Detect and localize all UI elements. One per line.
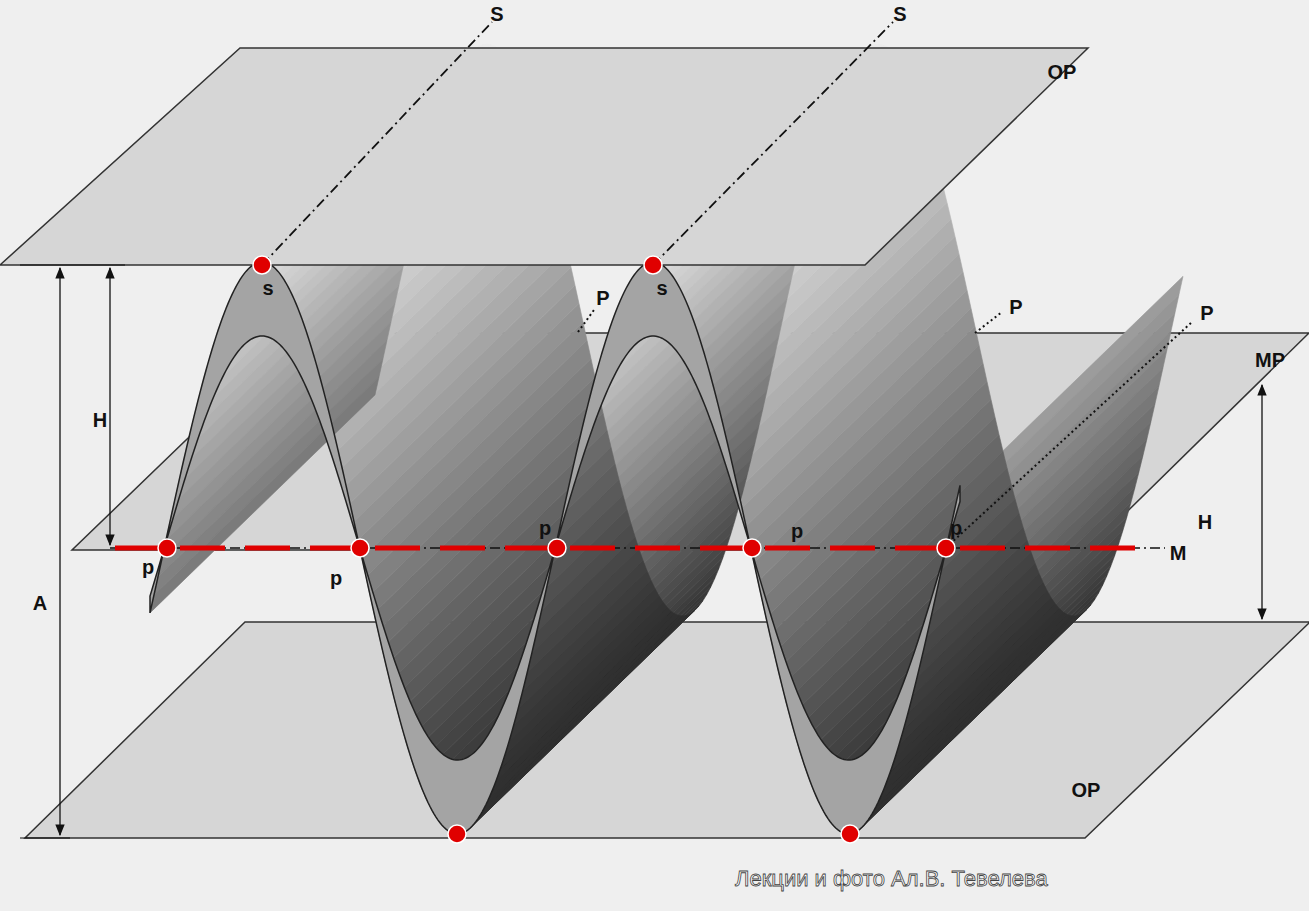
- fold-strip: [158, 340, 387, 576]
- upper-plane: [0, 48, 1088, 265]
- watermark: Лекции и фото Ал.В. Тевелева: [735, 868, 1048, 890]
- plane-label: OP: [1072, 780, 1101, 800]
- dimension-label: A: [33, 593, 47, 613]
- fold-strip: [154, 359, 383, 595]
- axial-label: P: [1200, 303, 1213, 323]
- point-label: p: [330, 568, 342, 588]
- plane-label: OP: [1048, 62, 1077, 82]
- dimension-arrow: [109, 268, 110, 545]
- extension-line: [20, 264, 125, 265]
- line-label: M: [1170, 543, 1187, 563]
- red-dot: [351, 539, 369, 557]
- lower-plane: [25, 622, 1309, 838]
- red-dot: [548, 539, 566, 557]
- red-dot: [743, 539, 761, 557]
- red-dot: [253, 256, 271, 274]
- red-dot: [644, 256, 662, 274]
- point-label: p: [539, 518, 551, 538]
- axial-line: [578, 310, 594, 332]
- dimension-arrow: [1261, 385, 1262, 619]
- hinge-label: S: [490, 4, 503, 24]
- red-dot: [448, 825, 466, 843]
- red-dot: [158, 539, 176, 557]
- hinge-line: [262, 22, 492, 265]
- hinge-point-label: s: [656, 278, 667, 298]
- point-label: p: [142, 557, 154, 577]
- point-markers: [158, 256, 955, 843]
- point-label: p: [950, 518, 962, 538]
- extension-line: [20, 837, 70, 838]
- median-line: [110, 547, 1165, 549]
- axial-label: P: [1009, 297, 1022, 317]
- dimension-label: H: [1198, 512, 1212, 532]
- hinge-label: S: [893, 4, 906, 24]
- dimension-arrow: [59, 268, 60, 835]
- dimension-label: H: [93, 410, 107, 430]
- axial-line: [975, 312, 1002, 333]
- red-dashed-line: [115, 546, 1145, 551]
- hinge-point-label: s: [262, 278, 273, 298]
- red-dot: [841, 825, 859, 843]
- axial-label: P: [596, 288, 609, 308]
- plane-label: MP: [1255, 350, 1285, 370]
- red-dot: [937, 539, 955, 557]
- axial-line: [950, 322, 1192, 544]
- point-label: p: [791, 521, 803, 541]
- hinge-line: [653, 22, 893, 265]
